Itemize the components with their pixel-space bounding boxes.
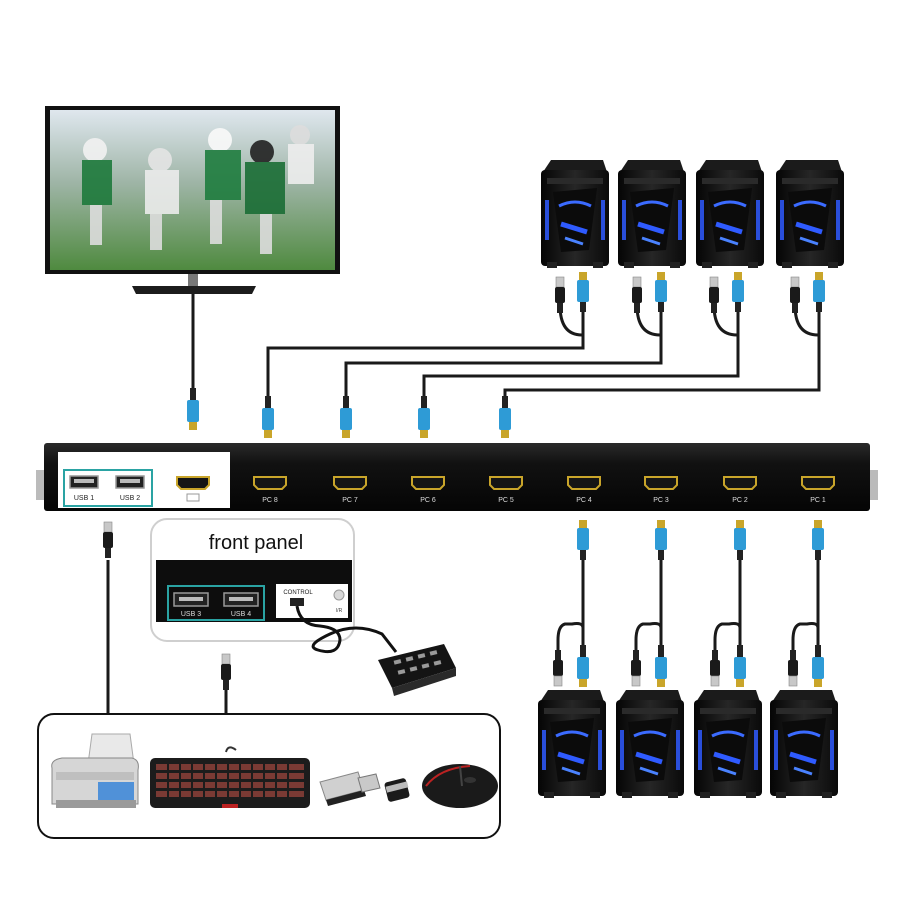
pc-tower-icon [618,160,686,268]
hdmi-port-label: PC 3 [653,497,669,504]
hdmi-plug-icon [812,520,824,560]
printer-icon [51,733,139,808]
hdmi-port [644,476,678,490]
keyboard-icon [150,746,310,808]
front-panel-title: front panel [209,532,304,554]
usb-port-label: USB 4 [231,611,251,618]
usb-port-label: USB 1 [74,495,94,502]
hdmi-plug-icon [812,645,824,687]
usb-plug-icon [552,649,564,687]
kvm-switch: USB 1 USB 2 [36,443,878,511]
ir-label: I/R [336,608,343,614]
hdmi-plug-icon [499,396,511,438]
hdmi-plug-icon [577,272,589,312]
mouse-icon [422,764,498,808]
pc-tower-icon [696,160,764,268]
pc-tower-icon [616,690,684,798]
hdmi-port [723,476,757,490]
hdmi-plug-icon [577,520,589,560]
hdmi-plug-icon [655,520,667,560]
usb-plug-icon [789,276,801,314]
usb-port-label: USB 2 [120,495,140,502]
hdmi-plug-icon [577,645,589,687]
usb-plug-icon [220,653,232,691]
usb-plug-icon [708,276,720,314]
hdmi-port [567,476,601,490]
hdmi-plug-icon [655,272,667,312]
usb-plug-icon [102,521,114,559]
hdmi-plug-icon [187,388,199,430]
pc-tower-icon [776,160,844,268]
hdmi-port-label: PC 8 [262,497,278,504]
usb-plug-icon [630,649,642,687]
hdmi-port [253,476,287,490]
usb-plug-icon [631,276,643,314]
hdmi-plug-icon [734,645,746,687]
remote-control-icon [378,644,456,696]
usb-port-label: USB 3 [181,611,201,618]
usb-plug-icon [709,649,721,687]
pc-tower-icon [541,160,609,268]
usb-cable [106,560,228,714]
hdmi-plug-icon [262,396,274,438]
hdmi-port [489,476,523,490]
hdmi-port-label: PC 5 [498,497,514,504]
control-label: CONTROL [283,590,313,596]
hdmi-cable [556,556,820,658]
hdmi-plug-icon [655,645,667,687]
hdmi-plug-icon [340,396,352,438]
hdmi-port-label: PC 6 [420,497,436,504]
hdmi-cable [191,294,821,405]
hdmi-port-label: PC 1 [810,497,826,504]
pc-tower-icon [694,690,762,798]
hdmi-port [333,476,367,490]
usb-plug-icon [787,649,799,687]
usb-flash-drive-icon [319,771,410,806]
hdmi-port-label: PC 4 [576,497,592,504]
control-cable [295,605,398,654]
hdmi-port [411,476,445,490]
hdmi-plug-icon [418,396,430,438]
hdmi-plug-icon [813,272,825,312]
pc-tower-icon [770,690,838,798]
hdmi-plug-icon [732,272,744,312]
hdmi-port-label: PC 7 [342,497,358,504]
hdmi-port [801,476,835,490]
hdmi-plug-icon [734,520,746,560]
front-panel-callout: front panel USB 3 USB 4 CONTROL I/R [150,518,355,642]
tv-monitor-icon [45,106,340,294]
hdmi-port-label: PC 2 [732,497,748,504]
pc-tower-icon [538,690,606,798]
usb-plug-icon [554,276,566,314]
